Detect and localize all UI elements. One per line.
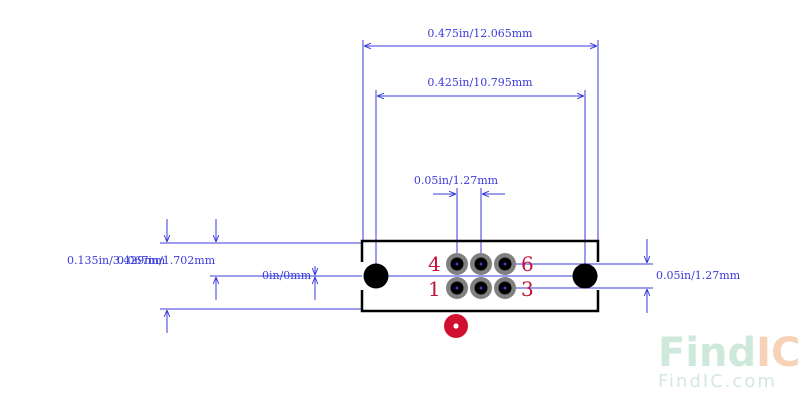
dim-pin-pitch: 0.05in/1.27mm xyxy=(414,174,505,262)
dim-pin-pitch-label: 0.05in/1.27mm xyxy=(414,174,499,187)
pads xyxy=(446,253,516,299)
pad-1 xyxy=(446,277,468,299)
mounting-hole-right xyxy=(572,263,598,289)
pin-label-1: 1 xyxy=(428,277,441,301)
mounting-hole-left xyxy=(363,263,389,289)
dim-left-vertical: 0.135in/3.429mm 0.067in/1.702mm xyxy=(67,219,362,333)
component-outline xyxy=(360,239,600,313)
pad-6 xyxy=(494,253,516,275)
pin1-marker xyxy=(444,314,468,338)
pad-4 xyxy=(446,253,468,275)
dim-overall-width-label: 0.475in/12.065mm xyxy=(427,27,533,40)
dim-left-label-a: 0.135in/3.429mm xyxy=(67,254,166,267)
pad-5 xyxy=(470,253,492,275)
dim-overall-width: 0.475in/12.065mm xyxy=(362,27,599,242)
mounting-holes xyxy=(363,263,598,289)
watermark-url: FindIC.com xyxy=(658,371,777,392)
dim-row-pitch-label: 0.05in/1.27mm xyxy=(656,269,741,282)
watermark: FindIC FindIC.com xyxy=(658,330,800,392)
dim-origin: 0in/0mm xyxy=(262,266,315,300)
pad-2 xyxy=(470,277,492,299)
pin-label-6: 6 xyxy=(521,252,534,276)
pin-label-4: 4 xyxy=(428,252,441,276)
dim-origin-label: 0in/0mm xyxy=(262,269,312,282)
dim-hole-spacing-label: 0.425in/10.795mm xyxy=(427,76,533,89)
watermark-brand: FindIC xyxy=(658,330,800,376)
pad-3 xyxy=(494,277,516,299)
dim-left-label-b: 0.067in/1.702mm xyxy=(117,254,216,267)
pin-label-3: 3 xyxy=(521,277,534,301)
